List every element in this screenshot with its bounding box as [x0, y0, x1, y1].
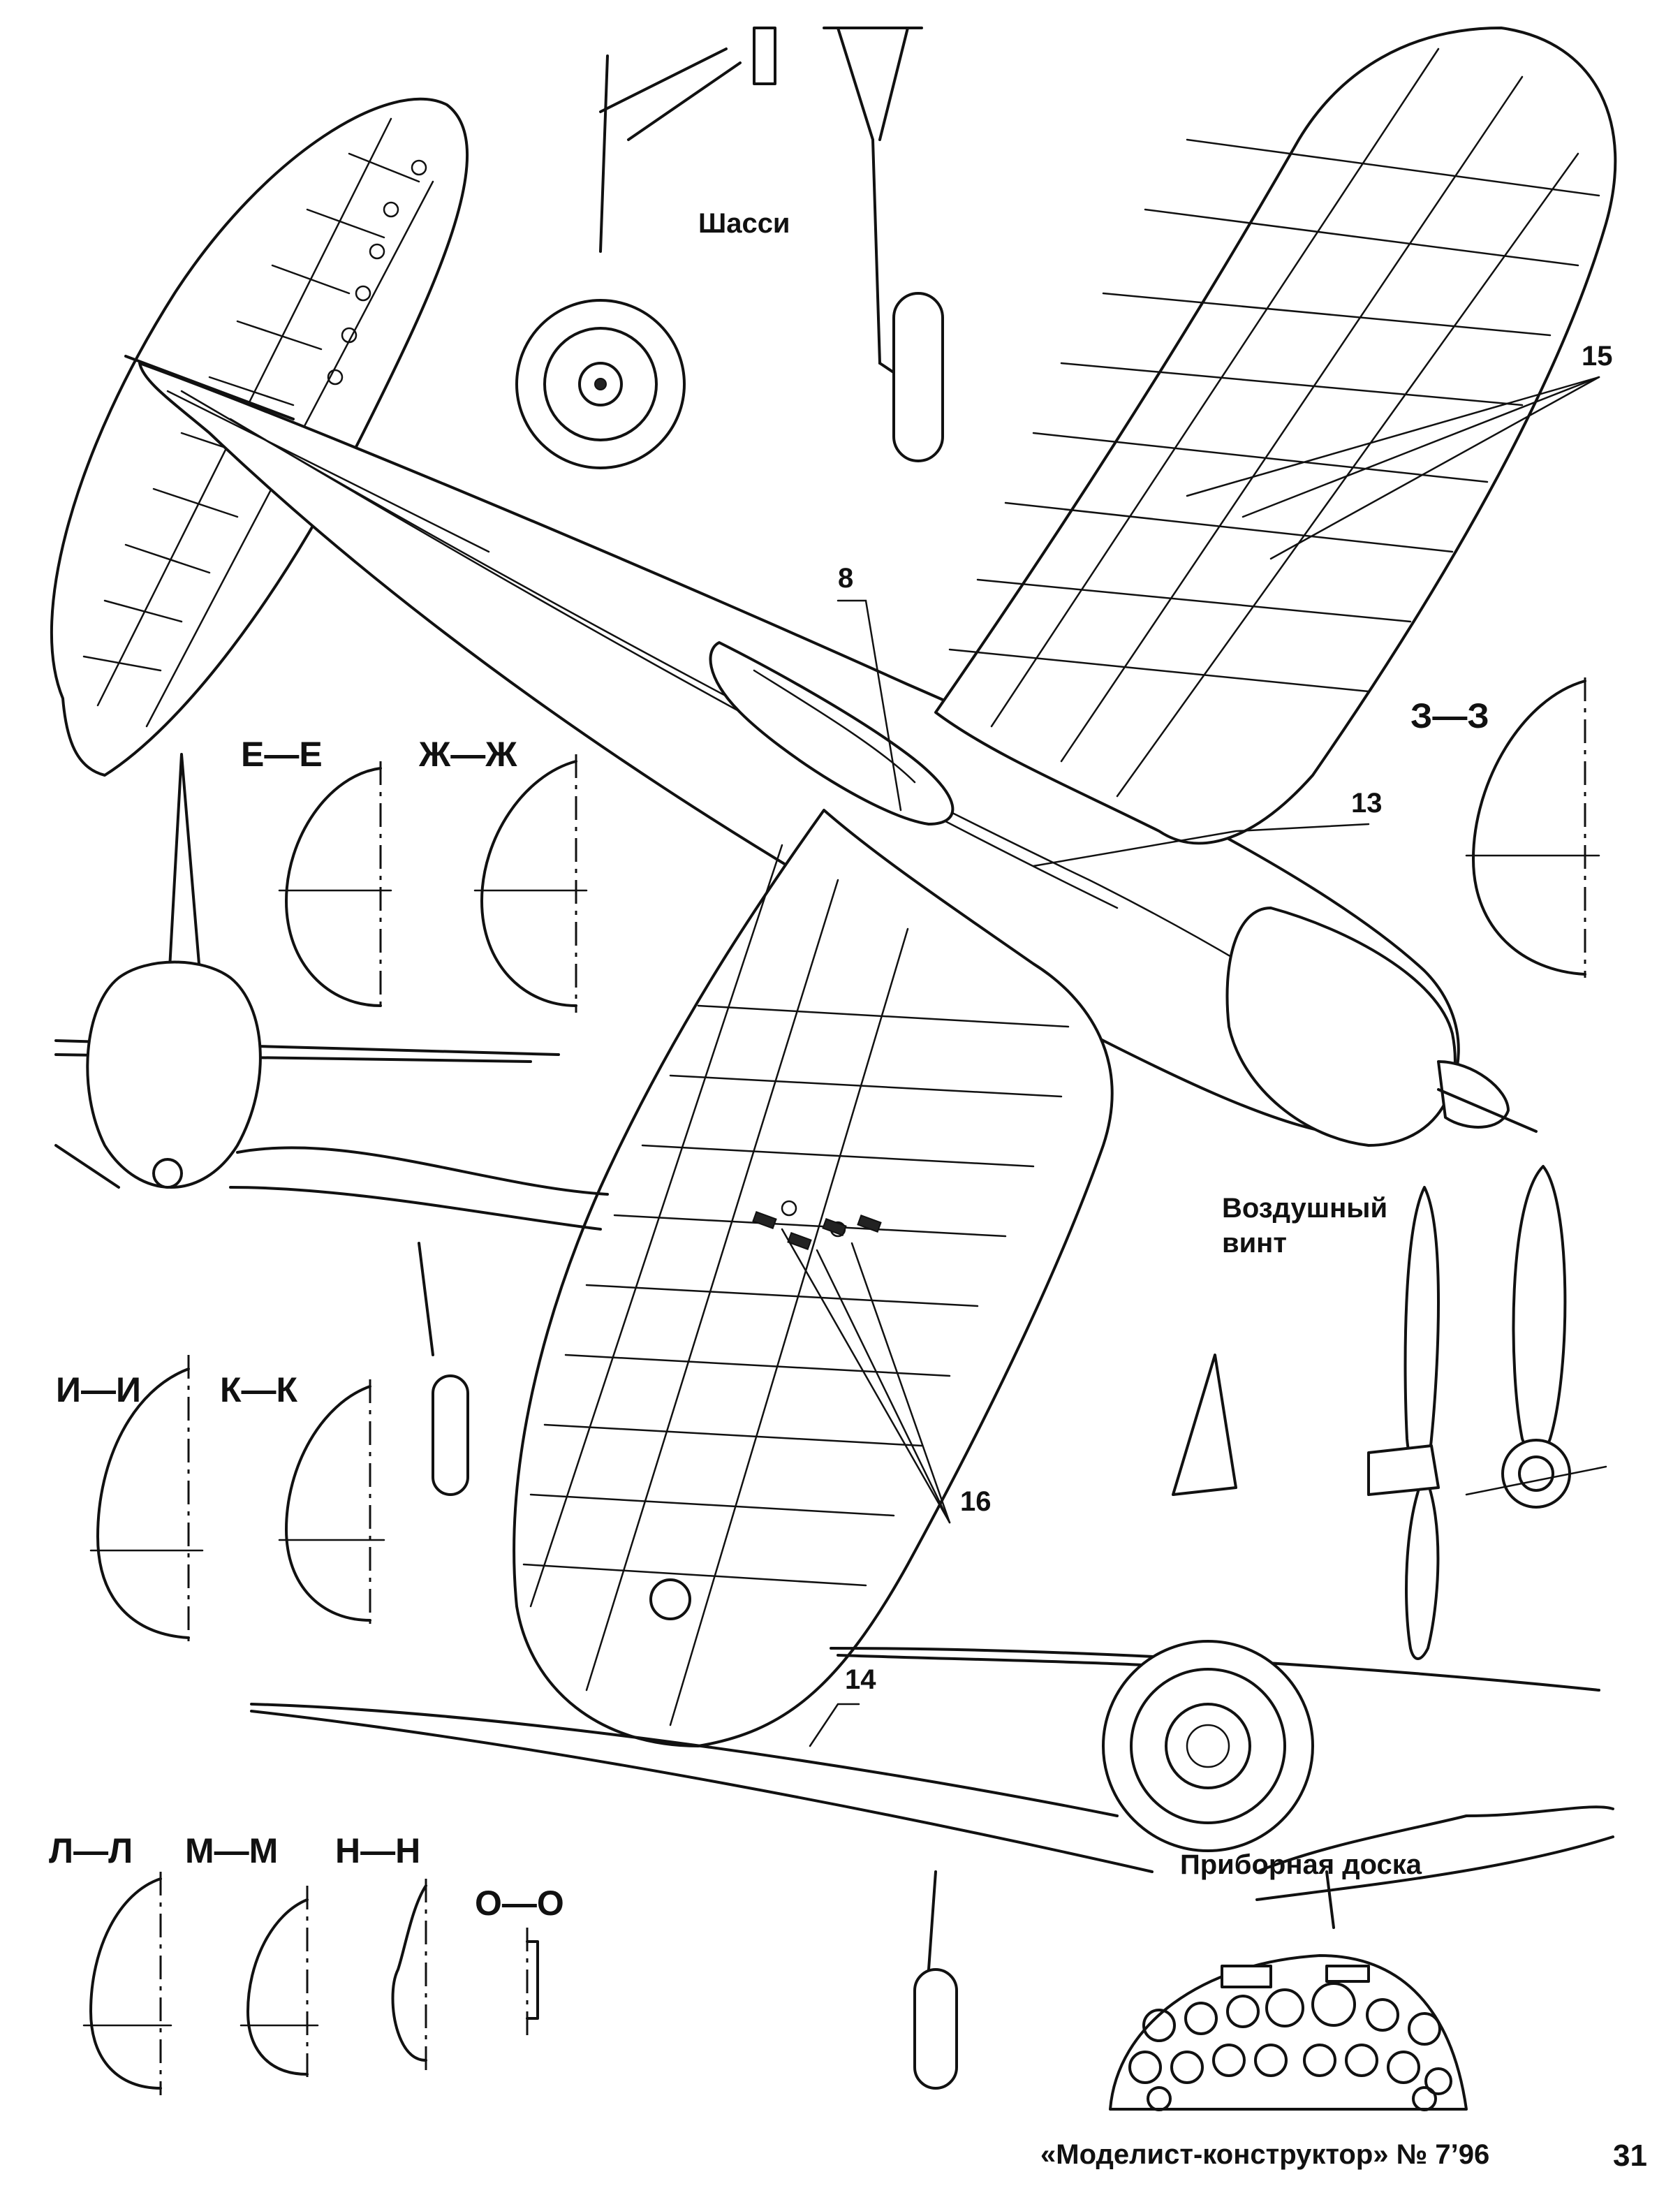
section-nn: [391, 1879, 427, 2074]
propeller-label-line1: Воздушный винт: [1222, 1191, 1403, 1261]
section-ll: [82, 1872, 172, 2095]
section-label-mm: М—М: [185, 1831, 279, 1870]
callout-16: 16: [960, 1486, 992, 1517]
callout-14: 14: [845, 1664, 876, 1695]
section-label-zhzh: Ж—Ж: [419, 735, 517, 774]
callout-13: 13: [1351, 788, 1383, 819]
section-zhzh: [473, 754, 588, 1013]
section-oo: [526, 1928, 539, 2039]
landing-gear-label: Шасси: [698, 208, 790, 239]
section-label-zz: З—З: [1410, 696, 1489, 735]
section-zz: [1465, 677, 1600, 978]
section-label-kk: К—К: [220, 1370, 298, 1409]
section-label-nn: Н—Н: [335, 1831, 421, 1870]
callout-leaders: [781, 376, 1600, 1747]
magazine-footer: «Моделист-конструктор» № 7’96: [1040, 2139, 1490, 2170]
section-kk: [278, 1379, 385, 1627]
section-label-ll: Л—Л: [49, 1831, 133, 1870]
instrument-panel-label: Приборная доска: [1180, 1849, 1422, 1880]
section-label-ee: Е—Е: [241, 735, 323, 774]
page-number: 31: [1613, 2139, 1647, 2173]
section-label-oo: О—О: [475, 1884, 564, 1923]
section-ee: [278, 761, 392, 1013]
instrument-panel-drawing: [1109, 1954, 1468, 2111]
rear-view: [54, 753, 609, 1496]
section-label-ii: И—И: [56, 1370, 141, 1409]
front-view: [250, 1354, 1614, 2090]
section-mm: [240, 1886, 319, 2081]
propeller-label: Воздушный винт: [1222, 1193, 1388, 1259]
landing-gear-detail: [515, 27, 944, 469]
callout-15: 15: [1582, 341, 1613, 372]
propeller-detail: [1367, 1165, 1607, 1660]
callout-8: 8: [838, 563, 854, 594]
fuselage: [124, 355, 1538, 1147]
section-ii: [89, 1355, 204, 1641]
